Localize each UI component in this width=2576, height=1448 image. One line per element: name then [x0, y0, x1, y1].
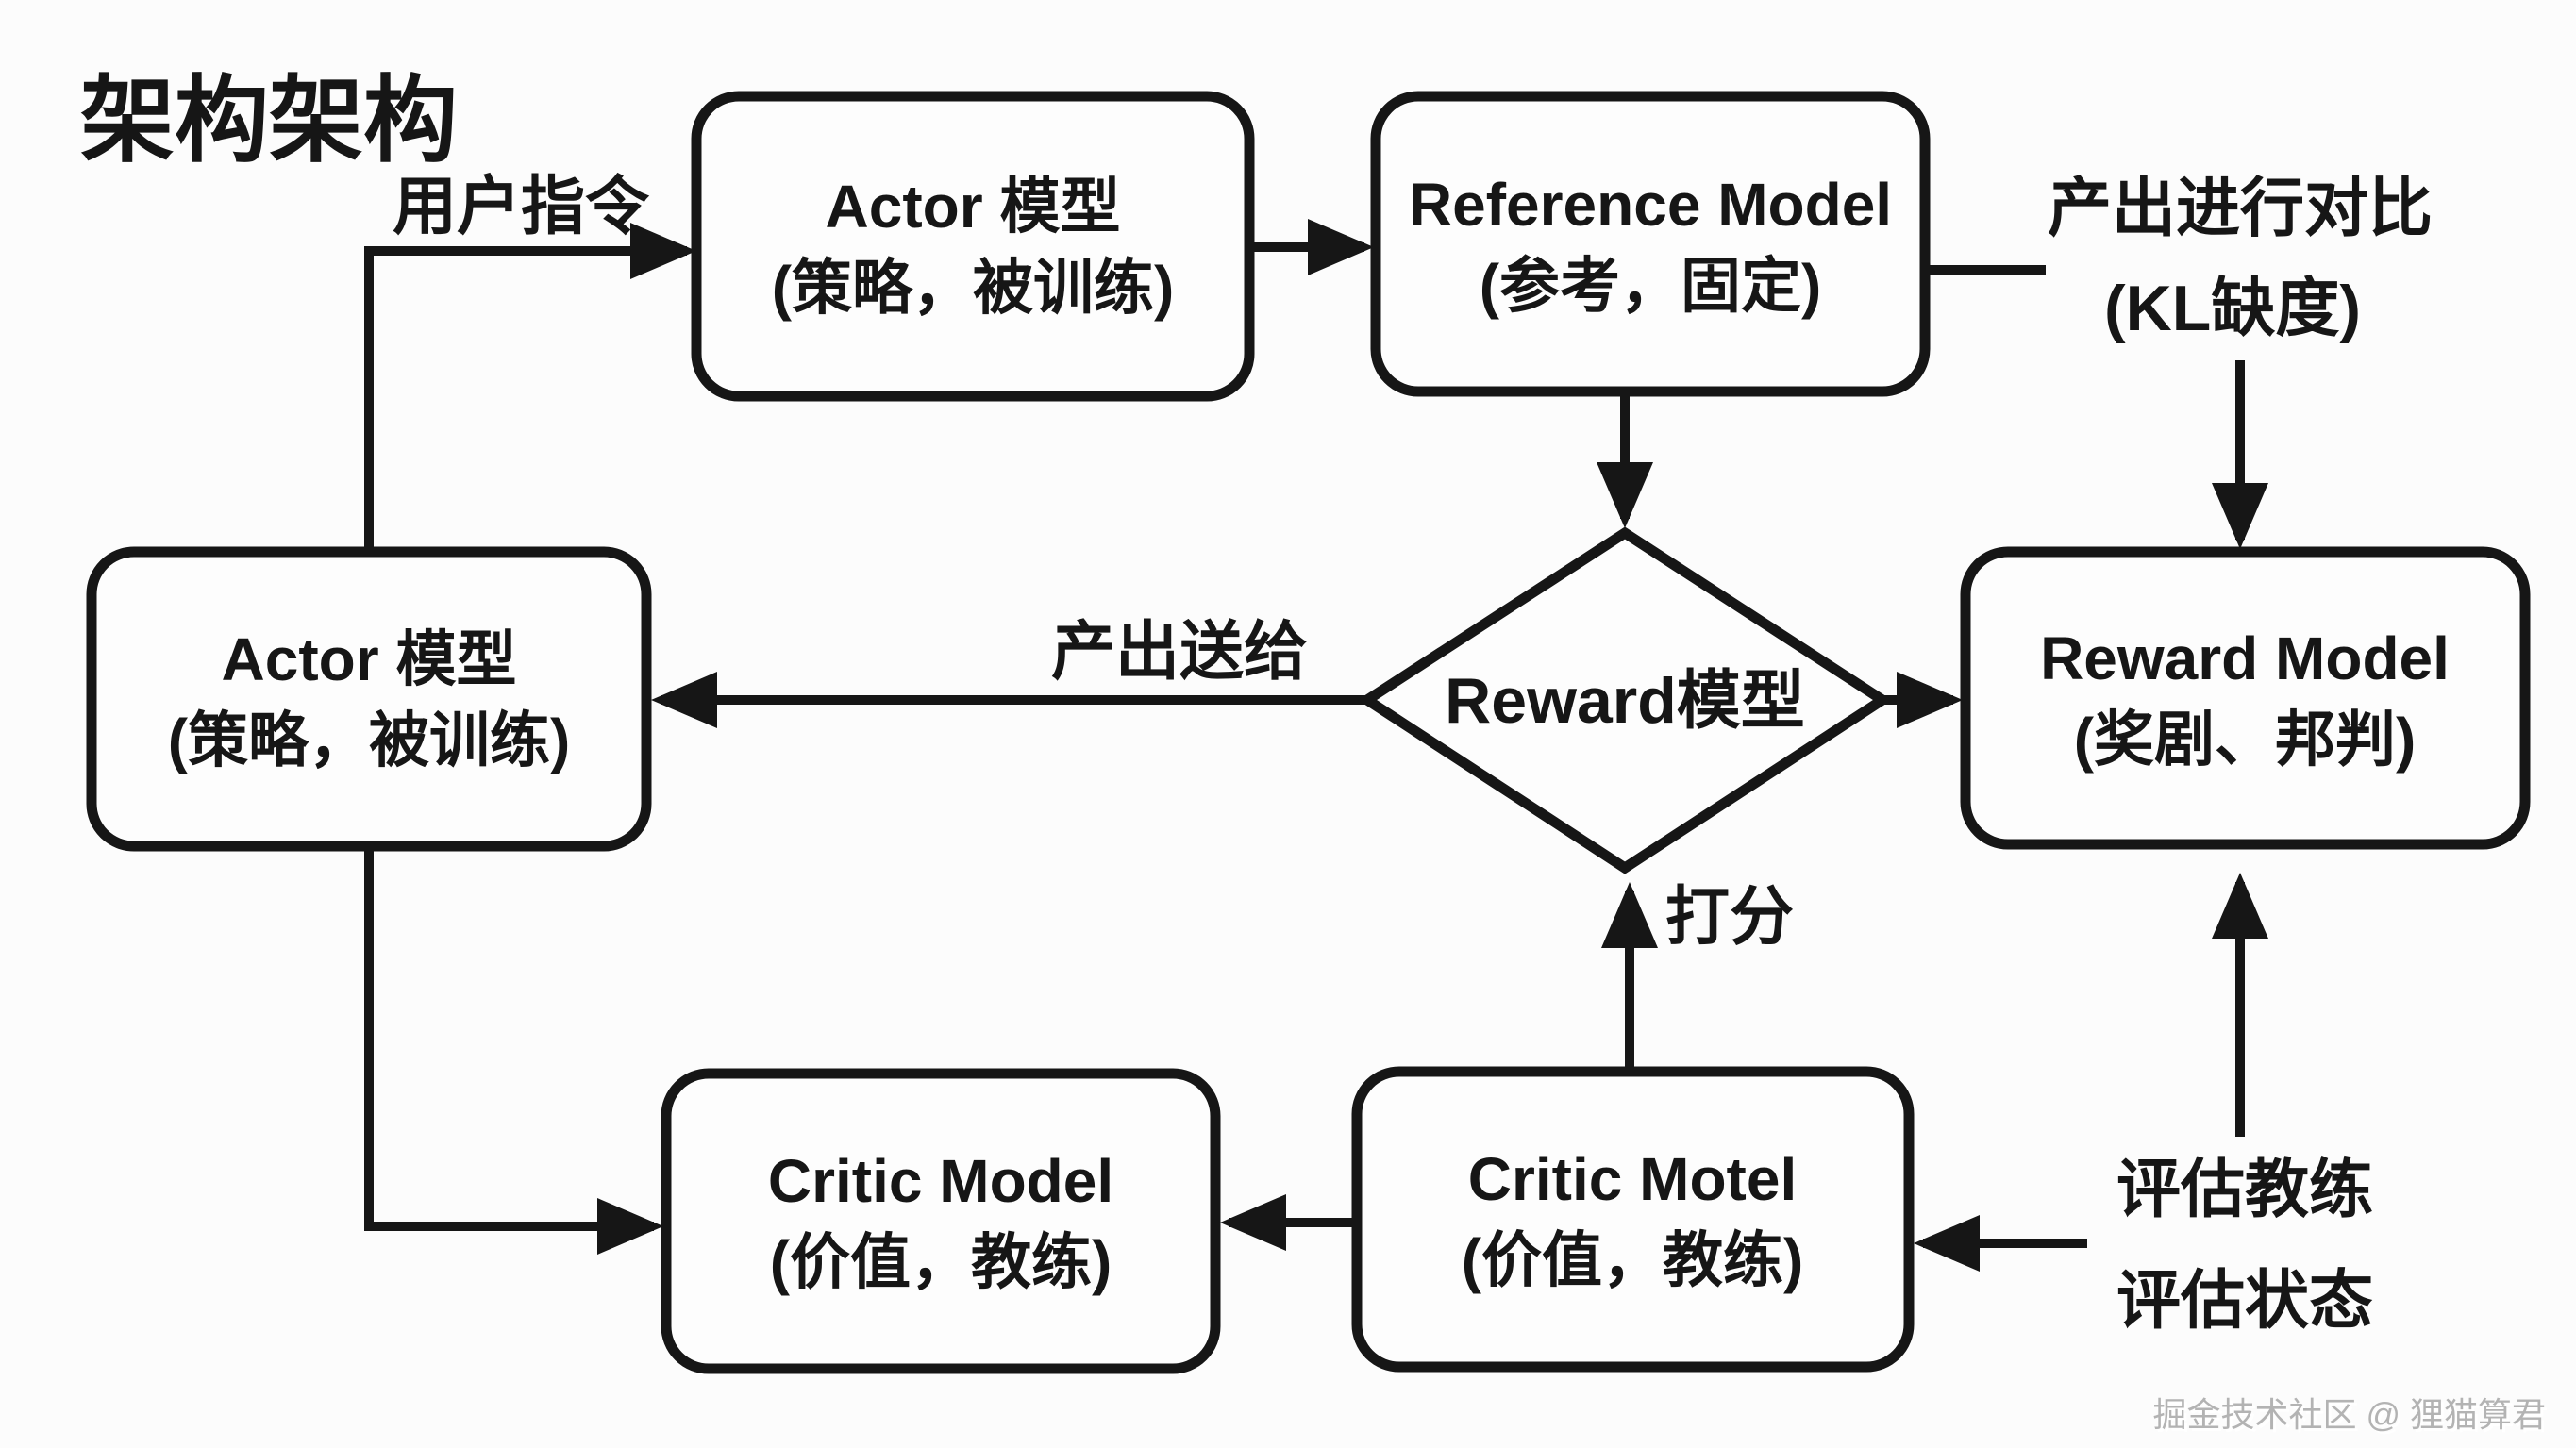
node-reward-model-label-2: (奖剧、邦判) — [2074, 706, 2417, 774]
node-actor-left-label-1: Actor 模型 — [222, 625, 517, 693]
node-actor-top-box — [691, 91, 1255, 402]
node-critic-model-box — [661, 1068, 1221, 1374]
node-actor-top-label-2: (策略，被训练) — [772, 254, 1175, 322]
watermark-text: 掘金技术社区 @ 狸猫算君 — [2152, 1395, 2546, 1434]
node-critic-motel-label-2: (价值，教练) — [1462, 1226, 1804, 1294]
edge-label-evaluation-1: 评估教练 — [2116, 1154, 2373, 1225]
edge-label-user-instruction: 用户指令 — [393, 171, 650, 242]
node-critic-motel-label-1: Critic Motel — [1468, 1145, 1797, 1213]
node-actor-left-label-2: (策略，被训练) — [168, 707, 571, 774]
node-reward-model-box — [1960, 546, 2531, 850]
node-actor-left-box — [86, 546, 652, 852]
node-reference-model-label-2: (参考，固定) — [1480, 252, 1822, 320]
node-reference-model-box — [1370, 91, 1931, 397]
edge-label-kl-compare-1: 产出进行对比 — [2048, 173, 2433, 244]
node-reward-model-label-1: Reward Model — [2040, 624, 2450, 692]
edge-actor-to-critic — [364, 846, 663, 1255]
edge-label-output-send: 产出送给 — [1051, 616, 1308, 688]
node-critic-motel-box — [1351, 1066, 1915, 1373]
node-actor-top-label-1: Actor 模型 — [826, 173, 1121, 241]
node-reward-diamond-shape — [1357, 526, 1893, 874]
node-reward-diamond-label: Reward模型 — [1445, 665, 1805, 737]
node-reference-model-label-1: Reference Model — [1409, 171, 1892, 239]
node-critic-model-label-1: Critic Model — [768, 1147, 1113, 1215]
edge-label-score: 打分 — [1665, 881, 1794, 953]
node-critic-model-label-2: (价值，教练) — [770, 1228, 1112, 1296]
page-title: 架构架构 — [80, 68, 458, 174]
watermark-text-shadow: 掘金技术社区 @ 狸猫算君 — [2155, 1398, 2549, 1437]
edge-user-instruction — [364, 223, 696, 552]
edge-label-kl-compare-2: (KL缺度) — [2104, 273, 2361, 344]
edge-label-evaluation-2: 评估状态 — [2116, 1265, 2373, 1337]
